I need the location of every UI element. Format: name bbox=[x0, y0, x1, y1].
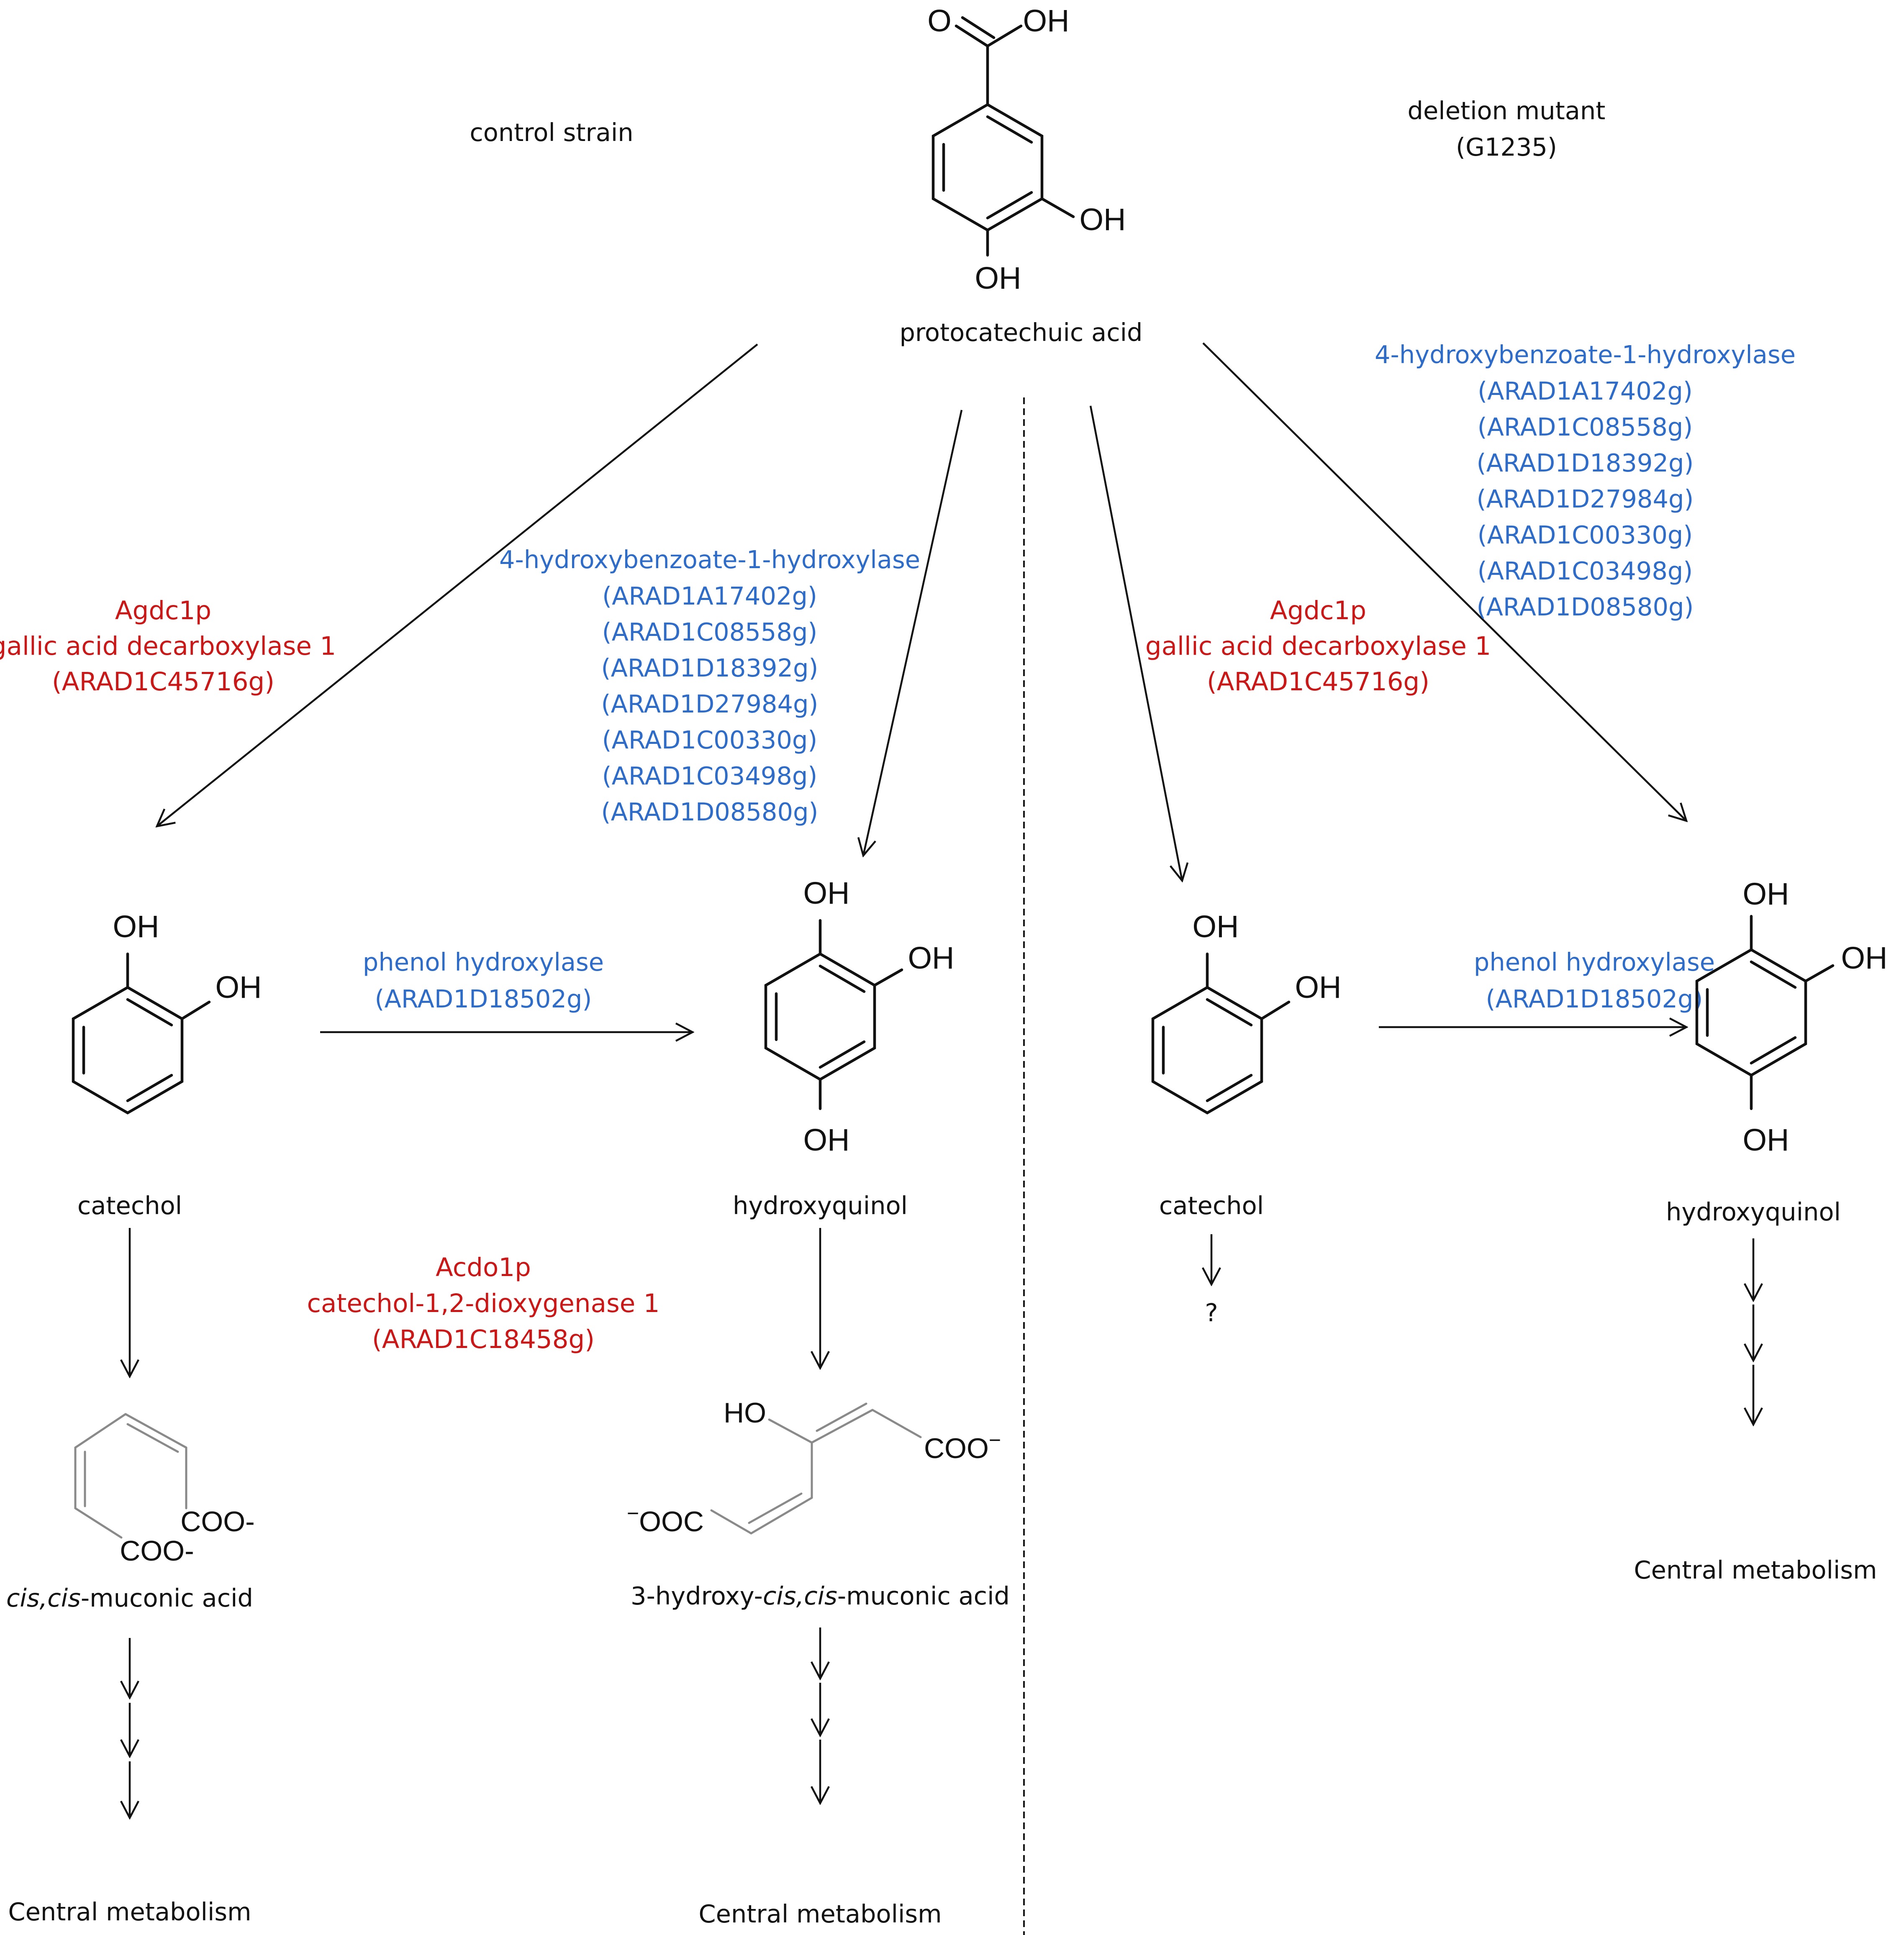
svg-text:catechol-1,2-dioxygenase 1: catechol-1,2-dioxygenase 1 bbox=[307, 1289, 660, 1318]
svg-text:Agdc1p: Agdc1p bbox=[115, 596, 211, 625]
svg-text:Agdc1p: Agdc1p bbox=[1270, 596, 1366, 625]
svg-text:(ARAD1D18502g): (ARAD1D18502g) bbox=[1486, 984, 1703, 1013]
svg-text:(ARAD1C08558g): (ARAD1C08558g) bbox=[602, 618, 818, 646]
svg-text:Acdo1p: Acdo1p bbox=[436, 1253, 531, 1282]
svg-text:(ARAD1A17402g): (ARAD1A17402g) bbox=[602, 582, 817, 610]
svg-text:(ARAD1D08580g): (ARAD1D08580g) bbox=[1477, 592, 1694, 621]
meta-hydroxyl: OH bbox=[1080, 202, 1126, 237]
agdc1-control-label: Agdc1p gallic acid decarboxylase 1 (ARAD… bbox=[0, 596, 336, 697]
svg-text:4-hydroxybenzoate-1-hydroxylas: 4-hydroxybenzoate-1-hydroxylase bbox=[1375, 340, 1796, 369]
svg-text:(ARAD1D18392g): (ARAD1D18392g) bbox=[1477, 449, 1694, 477]
carbonyl-oxygen: O bbox=[927, 3, 952, 38]
hydroxyquinol-mutant-hydroxyl-4: OH bbox=[1743, 1123, 1789, 1157]
agdc1-mutant-label: Agdc1p gallic acid decarboxylase 1 (ARAD… bbox=[1145, 596, 1491, 697]
catechol-mutant-hydroxyl-2: OH bbox=[1295, 970, 1342, 1005]
hydroxyquinol-hydroxyl-4: OH bbox=[803, 1123, 850, 1157]
protocatechuic-acid-label: protocatechuic acid bbox=[899, 318, 1142, 347]
svg-text:(ARAD1D18392g): (ARAD1D18392g) bbox=[601, 654, 819, 682]
svg-text:(ARAD1C08558g): (ARAD1C08558g) bbox=[1478, 413, 1693, 441]
svg-text:(ARAD1D27984g): (ARAD1D27984g) bbox=[601, 689, 819, 718]
catechol-structure-mutant: OH OH bbox=[1151, 909, 1342, 1115]
hydroxymuconic-carboxylate-2: −OOC bbox=[627, 1502, 704, 1538]
control-strain-label: control strain bbox=[470, 118, 633, 147]
svg-text:(ARAD1A17402g): (ARAD1A17402g) bbox=[1478, 377, 1693, 405]
svg-text:4-hydroxybenzoate-1-hydroxylas: 4-hydroxybenzoate-1-hydroxylase bbox=[499, 545, 920, 574]
catechol-hydroxyl-2: OH bbox=[216, 970, 262, 1005]
svg-text:(ARAD1C00330g): (ARAD1C00330g) bbox=[602, 725, 818, 754]
hydroxyquinol-mutant-hydroxyl-2: OH bbox=[1841, 941, 1888, 975]
svg-text:(ARAD1C45716g): (ARAD1C45716g) bbox=[52, 667, 275, 697]
svg-text:(ARAD1C03498g): (ARAD1C03498g) bbox=[602, 761, 818, 790]
phenol-hydroxylase-mutant-label: phenol hydroxylase (ARAD1D18502g) bbox=[1474, 948, 1715, 1013]
hydroxyquinol-structure-mutant: OH OH OH bbox=[1695, 877, 1888, 1157]
central-metabolism-label-3: Central metabolism bbox=[1634, 1556, 1877, 1584]
muconic-acid-label: cis,cis-muconic acid bbox=[6, 1584, 253, 1612]
protocatechuic-acid-structure: O OH OH OH bbox=[927, 3, 1126, 295]
para-hydroxyl: OH bbox=[975, 261, 1021, 295]
hydroxylase-control-label: 4-hydroxybenzoate-1-hydroxylase (ARAD1A1… bbox=[499, 545, 920, 826]
catechol-structure-control: OH OH bbox=[72, 909, 262, 1115]
phenol-hydroxylase-control-label: phenol hydroxylase (ARAD1D18502g) bbox=[363, 948, 604, 1013]
hydroxyquinol-label-mutant: hydroxyquinol bbox=[1666, 1197, 1841, 1226]
hydroxymuconic-hydroxyl: HO bbox=[724, 1397, 766, 1429]
catechol-label-mutant: catechol bbox=[1159, 1191, 1264, 1220]
catechol-mutant-hydroxyl-1: OH bbox=[1193, 909, 1239, 944]
hydroxyquinol-label-control: hydroxyquinol bbox=[733, 1191, 908, 1220]
deletion-mutant-strain-id: (G1235) bbox=[1456, 133, 1557, 161]
hydroxymuconic-carboxylate-1: COO− bbox=[924, 1428, 1001, 1464]
hydroxylase-mutant-label: 4-hydroxybenzoate-1-hydroxylase (ARAD1A1… bbox=[1375, 340, 1796, 621]
deletion-mutant-label: deletion mutant bbox=[1408, 96, 1606, 125]
catechol-hydroxyl-1: OH bbox=[113, 909, 159, 944]
svg-text:(ARAD1D18502g): (ARAD1D18502g) bbox=[375, 984, 592, 1013]
svg-text:phenol hydroxylase: phenol hydroxylase bbox=[1474, 948, 1715, 976]
hydroxyquinol-structure-control: OH OH OH bbox=[764, 876, 955, 1157]
svg-text:(ARAD1D08580g): (ARAD1D08580g) bbox=[601, 797, 819, 826]
hydroxyquinol-mutant-hydroxyl-1: OH bbox=[1743, 877, 1789, 911]
hydroxymuconic-acid-structure: HO COO− −OOC bbox=[627, 1397, 1001, 1538]
arrow-to-hydroxyquinol-mutant bbox=[1202, 342, 1686, 821]
muconic-carboxylate-2: COO- bbox=[120, 1535, 194, 1567]
hydroxyquinol-hydroxyl-2: OH bbox=[908, 941, 955, 975]
arrow-to-hydroxyquinol-control bbox=[863, 410, 963, 856]
svg-text:(ARAD1C18458g): (ARAD1C18458g) bbox=[372, 1325, 595, 1354]
muconic-carboxylate-1: COO- bbox=[180, 1506, 255, 1538]
muconic-acid-structure: COO- COO- bbox=[74, 1413, 255, 1567]
svg-text:(ARAD1C03498g): (ARAD1C03498g) bbox=[1478, 556, 1693, 585]
svg-text:gallic acid decarboxylase 1: gallic acid decarboxylase 1 bbox=[1145, 631, 1491, 661]
central-metabolism-label-2: Central metabolism bbox=[698, 1899, 942, 1928]
hydroxyquinol-hydroxyl-1: OH bbox=[803, 876, 850, 910]
unknown-fate-label: ? bbox=[1205, 1298, 1218, 1327]
acdo1-label: Acdo1p catechol-1,2-dioxygenase 1 (ARAD1… bbox=[307, 1253, 660, 1354]
svg-text:phenol hydroxylase: phenol hydroxylase bbox=[363, 948, 604, 976]
svg-text:(ARAD1C45716g): (ARAD1C45716g) bbox=[1207, 667, 1429, 697]
svg-text:(ARAD1C00330g): (ARAD1C00330g) bbox=[1478, 520, 1693, 549]
svg-text:gallic acid decarboxylase 1: gallic acid decarboxylase 1 bbox=[0, 631, 336, 661]
central-metabolism-label-1: Central metabolism bbox=[8, 1897, 251, 1926]
carboxyl-hydroxyl: OH bbox=[1023, 3, 1070, 38]
hydroxymuconic-acid-label: 3-hydroxy-cis,cis-muconic acid bbox=[631, 1581, 1010, 1610]
catechol-label-control: catechol bbox=[77, 1191, 182, 1220]
arrow-to-catechol-mutant bbox=[1089, 405, 1182, 881]
svg-text:(ARAD1D27984g): (ARAD1D27984g) bbox=[1477, 484, 1694, 513]
arrow-to-catechol-control bbox=[157, 343, 758, 826]
